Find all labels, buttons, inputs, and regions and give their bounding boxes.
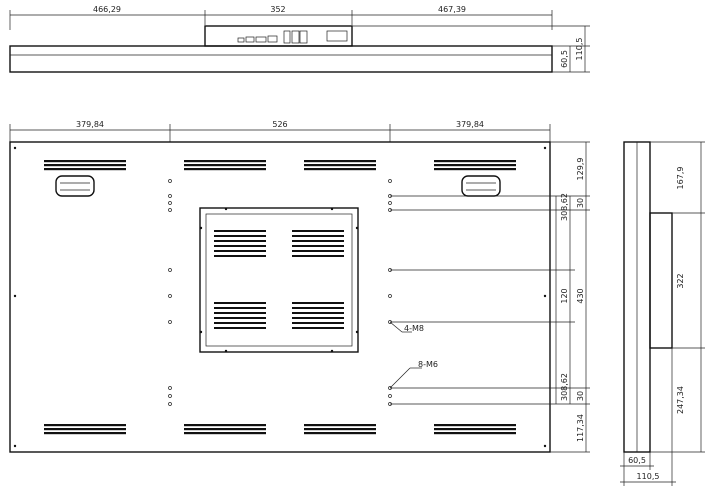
right-dim-4: 430 <box>576 288 585 303</box>
handle-right <box>461 175 501 197</box>
right-dim-7: 117,34 <box>576 414 585 442</box>
top-view: 466,29 352 467,39 60,5 110,5 <box>9 5 590 73</box>
right-dim-3: 120 <box>560 288 569 303</box>
callout-m6: 8-M6 <box>418 360 438 369</box>
front-dim-right: 379,84 <box>456 120 484 129</box>
top-dim-right: 467,39 <box>438 5 466 14</box>
side-dim-total: 110,5 <box>637 472 660 481</box>
side-dim-0: 167,9 <box>676 167 685 190</box>
vent-top-3 <box>304 160 376 171</box>
panel-top-slab <box>9 45 553 73</box>
right-dim-2: 308,62 <box>560 193 569 221</box>
top-dim-left: 466,29 <box>93 5 121 14</box>
vent-top-4 <box>434 160 516 171</box>
right-dim-6: 30 <box>576 391 585 401</box>
callout-m8: 4-M8 <box>404 324 424 333</box>
vent-bottom-2 <box>184 424 266 435</box>
right-dim-1: 30 <box>576 198 585 208</box>
vent-top-2 <box>184 160 266 171</box>
side-mount-box <box>649 212 673 349</box>
side-dim-2: 247,34 <box>676 386 685 414</box>
front-dim-mid: 526 <box>272 120 287 129</box>
front-panel-outline <box>9 141 551 453</box>
top-dim-mid: 352 <box>270 5 285 14</box>
top-dim-depth-inner: 60,5 <box>560 50 569 68</box>
vent-bottom-3 <box>304 424 376 435</box>
handle-left <box>55 175 95 197</box>
right-dim-0: 129,9 <box>576 158 585 181</box>
vent-bottom-4 <box>434 424 516 435</box>
right-dim-5: 308,62 <box>560 373 569 401</box>
front-dim-left: 379,84 <box>76 120 104 129</box>
vent-bottom-1 <box>44 424 126 435</box>
side-dim-1: 322 <box>676 273 685 288</box>
top-dim-depth-total: 110,5 <box>575 38 584 61</box>
rear-connector-box <box>204 25 353 47</box>
front-view: 379,84 526 379,84 <box>9 120 590 453</box>
side-view: 167,9 322 247,34 60,5 110,5 <box>620 141 705 486</box>
side-dim-inner: 60,5 <box>628 456 646 465</box>
mounting-plate <box>199 207 359 353</box>
vent-top-1 <box>44 160 126 171</box>
